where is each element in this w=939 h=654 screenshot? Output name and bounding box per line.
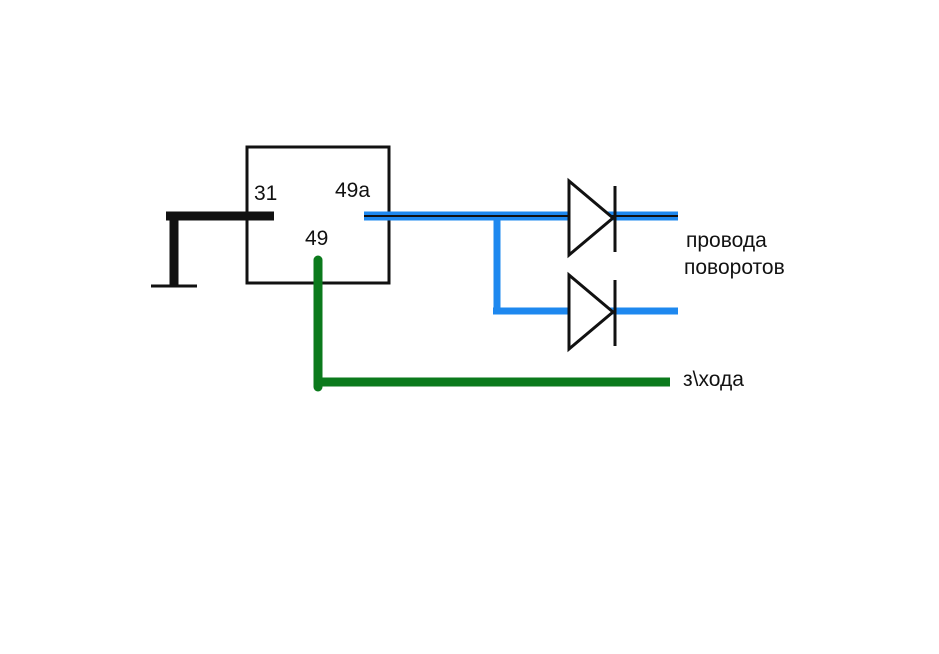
diode-lower-triangle (567, 271, 616, 353)
pin-31-label: 31 (254, 182, 278, 205)
diode-upper-triangle (567, 177, 616, 259)
turn-signal-wires (364, 211, 678, 315)
pin-49a-label: 49a (335, 179, 371, 202)
turn-signal-label-line1: провода (686, 229, 767, 252)
reverse-wire (313, 255, 670, 392)
diode-icon (567, 271, 617, 353)
ground-wire (151, 211, 274, 288)
reverse-label: з\хода (683, 368, 744, 391)
turn-signal-label-line2: поворотов (684, 256, 785, 279)
turn-signal-label: провода поворотов (684, 227, 785, 281)
diode-icon (567, 177, 617, 259)
pin-49-label: 49 (305, 227, 329, 250)
